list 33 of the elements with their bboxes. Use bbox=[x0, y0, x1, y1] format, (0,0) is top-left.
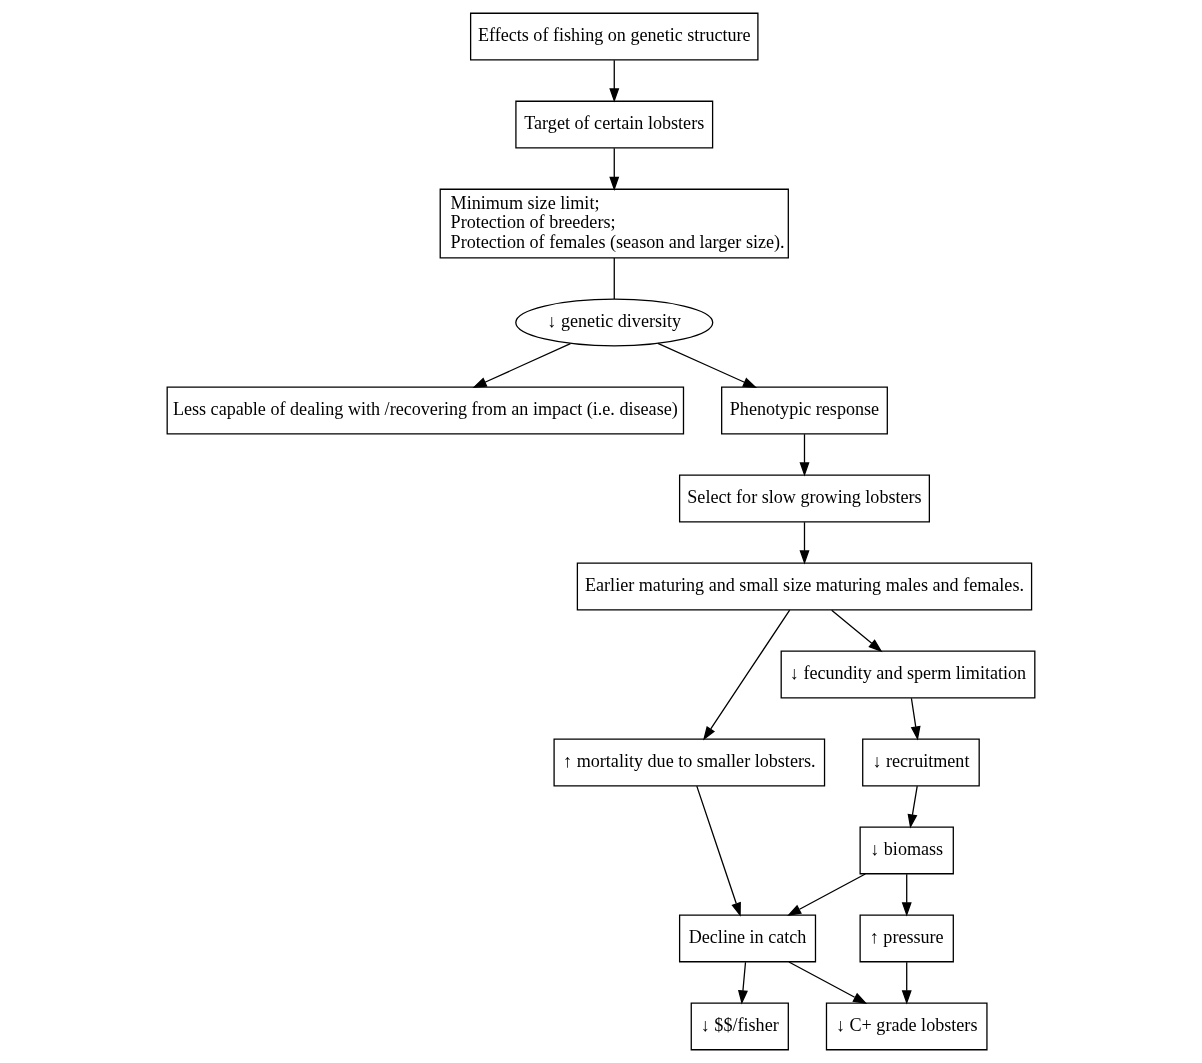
node-box: ↓ $$/fisher bbox=[690, 1002, 789, 1051]
connector bbox=[613, 257, 615, 300]
node-box: Effects of fishing on genetic structure bbox=[470, 12, 759, 61]
arrow bbox=[609, 59, 620, 103]
node-box: ↓ biomass bbox=[859, 826, 954, 875]
node-box: ↑ pressure bbox=[859, 914, 954, 963]
node-box: Less capable of dealing with /recovering from an impact (i.e. disease) bbox=[166, 386, 685, 435]
arrow bbox=[799, 433, 810, 477]
node-box: Select for slow growing lobsters bbox=[678, 474, 930, 523]
node-box: ↑ mortality due to smaller lobsters. bbox=[553, 738, 826, 787]
arrow bbox=[910, 697, 921, 741]
node-box: Earlier maturing and small size maturing males and females. bbox=[576, 562, 1033, 611]
arrow bbox=[609, 147, 620, 191]
node-ellipse: ↓ genetic diversity bbox=[515, 298, 714, 347]
node-box: Target of certain lobsters bbox=[515, 100, 714, 149]
node-box: ↓ recruitment bbox=[862, 738, 980, 787]
arrow bbox=[831, 609, 883, 653]
node-box: ↓ C+ grade lobsters bbox=[825, 1002, 988, 1051]
arrow bbox=[907, 785, 918, 829]
arrow bbox=[472, 342, 572, 388]
node-box: ↓ fecundity and sperm limitation bbox=[780, 650, 1036, 699]
arrow bbox=[703, 609, 791, 741]
arrow bbox=[901, 961, 912, 1005]
arrow bbox=[799, 521, 810, 565]
node-box: Decline in catch bbox=[678, 914, 817, 963]
arrow bbox=[657, 342, 758, 388]
node-box: Phenotypic response bbox=[721, 386, 888, 435]
arrow bbox=[738, 961, 748, 1005]
arrow bbox=[787, 873, 866, 916]
arrow bbox=[696, 785, 741, 917]
arrow bbox=[901, 873, 912, 917]
arrow bbox=[788, 961, 868, 1004]
node-box: Minimum size limit; Protection of breeders; Protection of females (season and larger size). bbox=[439, 188, 789, 259]
